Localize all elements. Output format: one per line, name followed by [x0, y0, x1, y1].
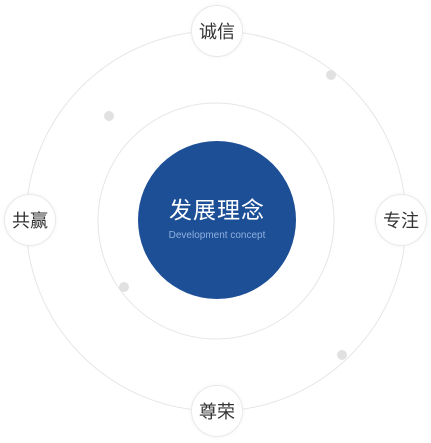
ring-dot-upper-left — [104, 111, 114, 121]
center-subtitle: Development concept — [168, 230, 266, 241]
node-integrity: 诚信 — [191, 5, 243, 57]
ring-dot-lower-right — [337, 350, 347, 360]
ring-dot-upper-right — [326, 70, 336, 80]
ring-dot-lower-left — [119, 282, 129, 292]
center-title: 发展理念 — [169, 198, 265, 224]
center-concept-circle: 发展理念 Development concept — [138, 141, 296, 299]
node-honor: 尊荣 — [191, 385, 243, 437]
node-focus: 专注 — [375, 194, 427, 246]
inner-ring — [97, 102, 335, 340]
node-win-win: 共赢 — [4, 194, 56, 246]
